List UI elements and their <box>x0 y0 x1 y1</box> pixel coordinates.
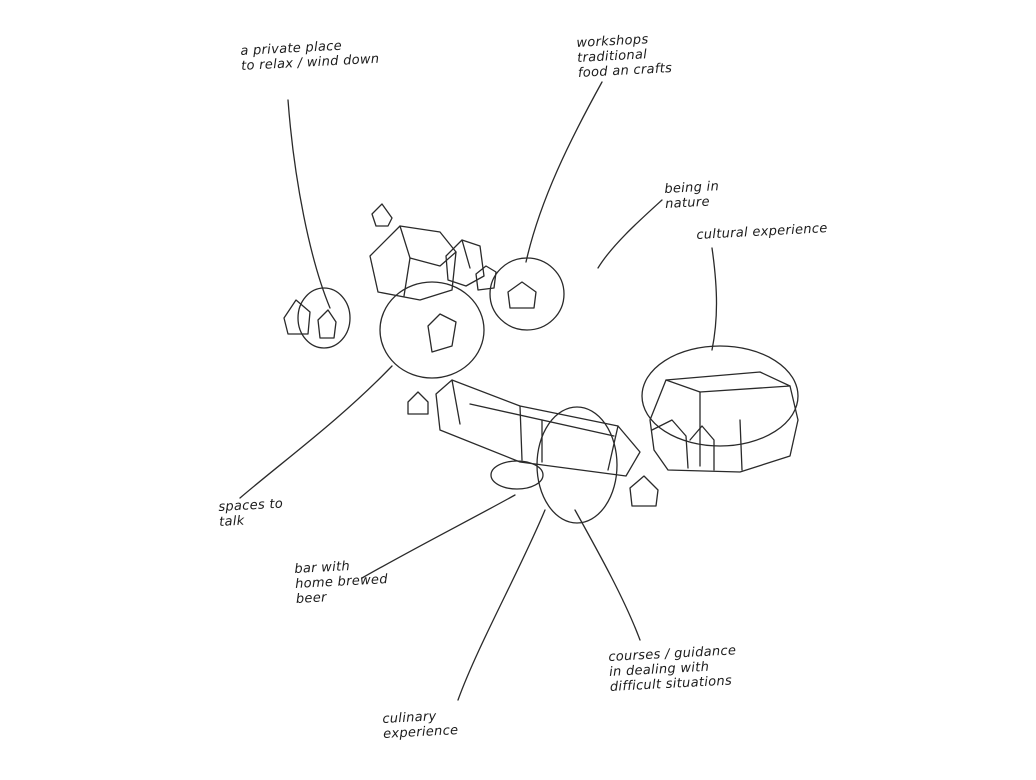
leader-nature <box>597 199 663 269</box>
annotation-culinary: culinary experience <box>382 709 459 742</box>
leader-spaces-talk <box>239 365 393 499</box>
annotation-courses: courses / guidance in dealing with diffi… <box>608 643 737 695</box>
cultural-building <box>649 371 799 473</box>
bubble-culinary <box>536 406 618 524</box>
house-private-inner <box>317 309 337 339</box>
leader-cultural <box>711 247 718 351</box>
leader-bar <box>361 494 516 579</box>
bubble-bar <box>490 460 544 490</box>
building-cluster-left <box>369 225 457 301</box>
building-cluster-small <box>475 265 497 291</box>
bubble-workshops <box>489 257 565 331</box>
house-workshop <box>507 281 537 309</box>
bubble-cultural <box>641 345 799 447</box>
house-spaces <box>427 313 457 353</box>
leader-courses <box>574 509 641 641</box>
leader-culinary <box>457 509 546 701</box>
annotation-workshops: workshops traditional food an crafts <box>576 32 673 81</box>
long-hall <box>435 379 641 477</box>
leader-private-place <box>287 99 331 309</box>
house-top <box>371 203 393 227</box>
house-private <box>283 299 311 335</box>
house-bottom <box>629 475 659 507</box>
building-cluster-left-ridge <box>399 225 457 267</box>
bubble-private-place <box>297 287 351 349</box>
house-lone <box>407 391 429 415</box>
annotation-bar: bar with home brewed beer <box>294 559 389 607</box>
leader-workshops <box>525 81 603 263</box>
annotation-nature: being in nature <box>664 179 720 212</box>
annotation-spaces-talk: spaces to talk <box>218 496 284 530</box>
bubble-spaces-talk <box>379 281 485 379</box>
